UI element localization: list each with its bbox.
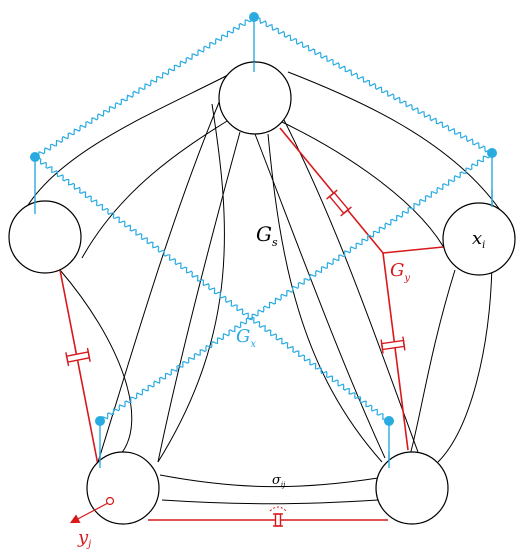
node-bottom-left	[86, 451, 160, 525]
marker-bottom	[273, 513, 283, 527]
wavy-top-to-right	[253, 16, 492, 155]
red-markers	[65, 189, 406, 527]
blue-dots	[30, 12, 497, 426]
blue-wavy-lines	[33, 15, 493, 423]
yj-arrow	[69, 502, 109, 524]
red-edge-top-gy	[279, 127, 384, 254]
edge-top-triangle-right	[267, 133, 383, 463]
edge-top-right-inner	[281, 121, 449, 256]
label-sigma-sub: ij	[281, 481, 286, 489]
label-gy: Gy	[390, 260, 410, 284]
dot-top	[249, 12, 259, 22]
edge-right-bottomright-a	[409, 269, 456, 456]
dot-right	[487, 148, 497, 158]
red-edges	[59, 127, 444, 521]
label-gy-main: G	[390, 260, 404, 281]
edge-right-bottomright-b	[437, 264, 493, 463]
label-gx: Gx	[236, 326, 256, 350]
label-gs-sub: s	[272, 236, 278, 249]
blue-stems-over	[34, 62, 493, 468]
node-bottom-right	[375, 451, 449, 525]
marker-top-right	[326, 189, 352, 217]
node-left	[8, 200, 82, 274]
edge-top-bottomleft-a	[97, 99, 221, 463]
label-yj: yj	[77, 527, 91, 550]
wavy-top-to-left	[33, 15, 255, 158]
label-yj-sub: j	[86, 539, 91, 550]
edge-top-right-outer	[287, 71, 501, 211]
label-sigma: σij	[272, 473, 286, 489]
marker-left	[65, 347, 91, 367]
label-yj-main: y	[77, 527, 89, 548]
label-gx-sub: x	[250, 339, 256, 350]
structure-edges	[24, 71, 501, 505]
label-gx-main: G	[236, 326, 250, 347]
label-xi-main: x	[472, 228, 482, 249]
label-gs: Gs	[256, 222, 278, 249]
edge-bottom-upper	[159, 474, 379, 488]
nodes	[8, 61, 516, 525]
wavy-left-to-bottomright	[34, 156, 390, 422]
edge-top-left-inner	[81, 117, 233, 259]
label-gy-sub: y	[403, 273, 410, 284]
yj-origin	[105, 496, 115, 506]
red-edge-gy-right	[382, 246, 444, 254]
edge-left-bottomleft	[59, 269, 133, 456]
edge-top-triangle-left	[157, 103, 225, 463]
label-sigma-main: σ	[272, 473, 282, 488]
red-edge-left	[59, 269, 99, 466]
bottom-marker-glow	[269, 506, 287, 512]
edge-top-bottomleft-b	[157, 131, 241, 463]
node-top	[218, 61, 292, 135]
edge-top-bottomright-b	[282, 117, 419, 453]
edge-top-bottomright-a	[254, 133, 386, 459]
dot-left	[30, 152, 40, 162]
dot-bottom-left	[95, 416, 105, 426]
edge-bottom-lower	[161, 499, 379, 505]
wavy-right-to-bottomleft	[100, 151, 493, 423]
node-right	[442, 202, 516, 276]
edge-top-left-outer	[24, 74, 229, 211]
label-xi: xi	[472, 228, 485, 251]
label-xi-sub: i	[482, 240, 485, 251]
dot-bottom-right	[384, 416, 394, 426]
marker-bottom-right	[380, 336, 406, 354]
label-gs-main: G	[256, 222, 272, 246]
red-edge-gy-bottomright	[382, 252, 409, 451]
